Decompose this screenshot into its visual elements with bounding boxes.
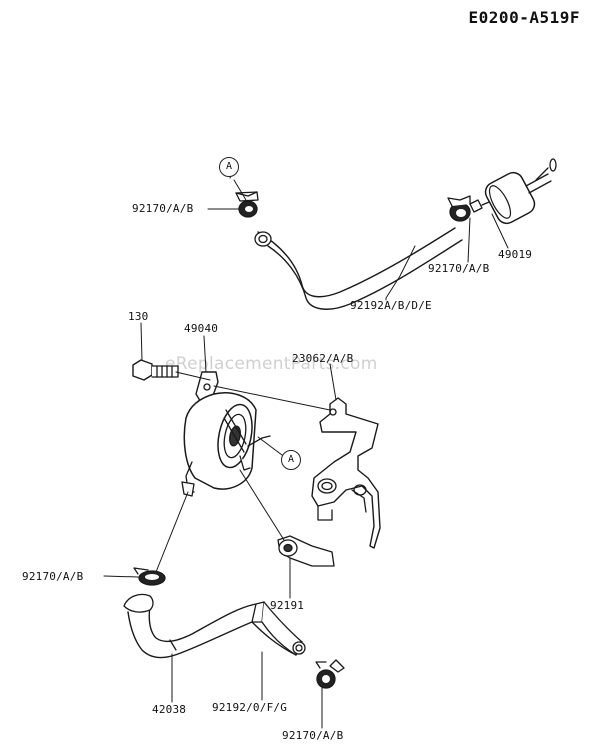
- part-label-hose-top: 92192A/B/D/E: [350, 299, 432, 312]
- reference-callout-a-upper: A: [219, 157, 239, 177]
- reference-callout-a-pump: A: [281, 450, 301, 470]
- watermark: eReplacementParts.com: [165, 354, 378, 374]
- part-label-clamp-top-left: 92170/A/B: [132, 202, 194, 215]
- part-label-nozzle: 92191: [270, 599, 305, 612]
- part-label-bracket: 23062/A/B: [292, 352, 354, 365]
- leader-lines: [103, 173, 509, 729]
- part-label-bolt: 130: [128, 310, 149, 323]
- part-label-clamp-top-right: 92170/A/B: [428, 262, 490, 275]
- hose-clamp-middle-left: [133, 567, 166, 586]
- part-label-hose-bottom-long: 42038: [152, 703, 187, 716]
- fuel-pump: [181, 371, 271, 497]
- diagram-reference-code: E0200-A519F: [468, 8, 580, 27]
- bolt: [132, 359, 179, 381]
- hose-clamp-upper-right: [447, 195, 471, 222]
- part-label-hose-bottom-short: 92192/0/F/G: [212, 701, 288, 714]
- hose-clamp-bottom: [315, 659, 345, 689]
- fuel-hose-lower: [123, 593, 306, 659]
- part-label-clamp-mid-left: 92170/A/B: [22, 570, 84, 583]
- hose-clamp-upper-left: [235, 191, 259, 218]
- part-label-clamp-bottom: 92170/A/B: [282, 729, 344, 742]
- fuel-nozzle: [277, 535, 335, 567]
- fuel-filter: [469, 158, 557, 225]
- assembly-guide-lines: [155, 179, 331, 573]
- part-label-pump: 49040: [184, 322, 219, 335]
- pump-bracket: [311, 397, 381, 549]
- part-label-fuel-filter: 49019: [498, 248, 533, 261]
